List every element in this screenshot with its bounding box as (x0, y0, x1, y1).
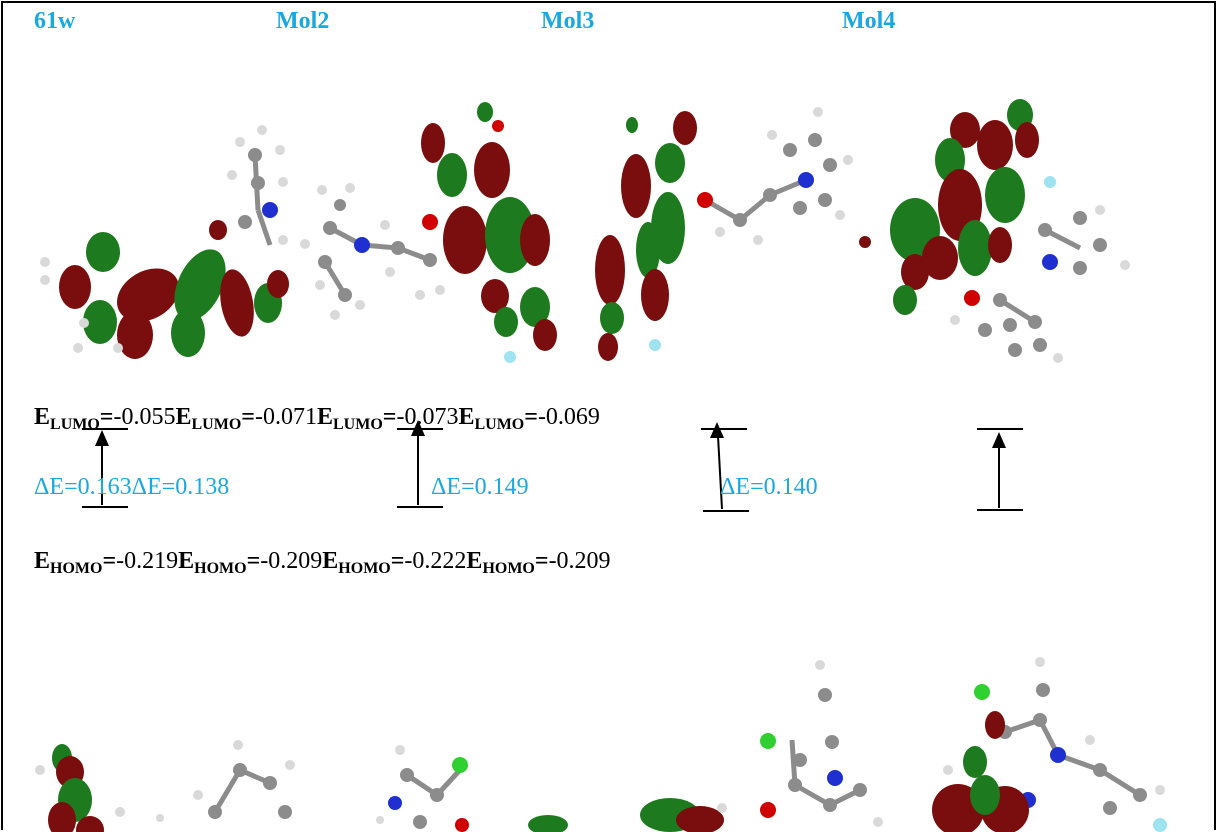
homo-label-e: E (178, 548, 195, 574)
homo-label-eq: = (102, 548, 117, 574)
homo-orbital-mol4 (932, 657, 1167, 832)
lumo-label-e: E (458, 404, 475, 430)
lumo-label-eq: = (382, 404, 397, 430)
homo-label-eq: = (246, 548, 261, 574)
lumo-label-sub: LUMO (191, 416, 242, 433)
lumo-label-sub: LUMO (332, 416, 383, 433)
lumo-label-eq: = (99, 404, 114, 430)
lumo-atoms-61w (40, 125, 288, 353)
homo-label-e: E (322, 548, 339, 574)
homo-orbital-61w (35, 744, 125, 832)
gap-diagram-4 (977, 428, 1023, 511)
molecule-label-61w: 61w (34, 8, 76, 34)
homo-energies-row: EHOMO=-0.219EHOMO=-0.209EHOMO=-0.222EHOM… (34, 548, 611, 578)
lumo-value-61w: -0.055 (113, 404, 176, 430)
homo-value-mol4: -0.209 (548, 548, 611, 574)
gap-diagram-1 (82, 428, 128, 508)
lumo-energies-row: ELUMO=-0.055ELUMO=-0.071ELUMO=-0.073ELUM… (34, 404, 600, 434)
homo-label-sub: HOMO (194, 560, 247, 577)
lumo-orbital-mol2 (421, 102, 557, 363)
lumo-orbital-mol3 (595, 111, 697, 361)
homo-label-sub: HOMO (482, 560, 535, 577)
homo-label-eq: = (534, 548, 549, 574)
homo-label-e: E (466, 548, 483, 574)
homo-value-61w: -0.219 (116, 548, 179, 574)
gap-value-61w: ΔE=0.163 (34, 474, 132, 500)
homo-label-sub: HOMO (338, 560, 391, 577)
lumo-orbital-mol4 (859, 99, 1056, 315)
lumo-label-e: E (175, 404, 192, 430)
gap-diagram-3 (701, 422, 749, 512)
lumo-label-sub: LUMO (50, 416, 100, 433)
homo-label-eq: = (390, 548, 405, 574)
lumo-label-e: E (316, 404, 333, 430)
lumo-atoms-mol2 (300, 183, 445, 320)
homo-value-mol2: -0.209 (260, 548, 323, 574)
homo-label-e: E (34, 548, 51, 574)
lumo-label-eq: = (241, 404, 255, 430)
homo-label-sub: HOMO (50, 560, 103, 577)
gap-value-mol3: ΔE=0.149 (431, 474, 529, 500)
molecule-label-mol4: Mol4 (842, 8, 896, 34)
molecule-label-mol3: Mol3 (541, 8, 595, 34)
homo-atoms-mol2 (156, 740, 295, 822)
lumo-label-e: E (34, 404, 51, 430)
gap-value-mol4: ΔE=0.140 (720, 474, 818, 500)
gap-value-mol2: ΔE=0.138 (131, 474, 230, 500)
homo-value-mol3: -0.222 (404, 548, 467, 574)
homo-orbital-mol3 (528, 798, 727, 832)
lumo-atoms-mol4 (950, 205, 1130, 363)
lumo-orbital-61w (59, 220, 289, 359)
homo-atoms-mol4 (760, 660, 883, 827)
gap-diagram-2 (397, 420, 443, 508)
homo-atoms-mol3 (376, 745, 469, 832)
lumo-atoms-mol3 (697, 107, 853, 245)
lumo-value-mol2: -0.071 (254, 404, 317, 430)
lumo-value-mol4: -0.069 (537, 404, 600, 430)
lumo-value-mol3: -0.073 (396, 404, 459, 430)
gap-value-61w-mol2: ΔE=0.163ΔE=0.138 (34, 474, 229, 501)
lumo-label-eq: = (524, 404, 538, 430)
lumo-label-sub: LUMO (474, 416, 525, 433)
molecule-label-mol2: Mol2 (276, 8, 330, 34)
